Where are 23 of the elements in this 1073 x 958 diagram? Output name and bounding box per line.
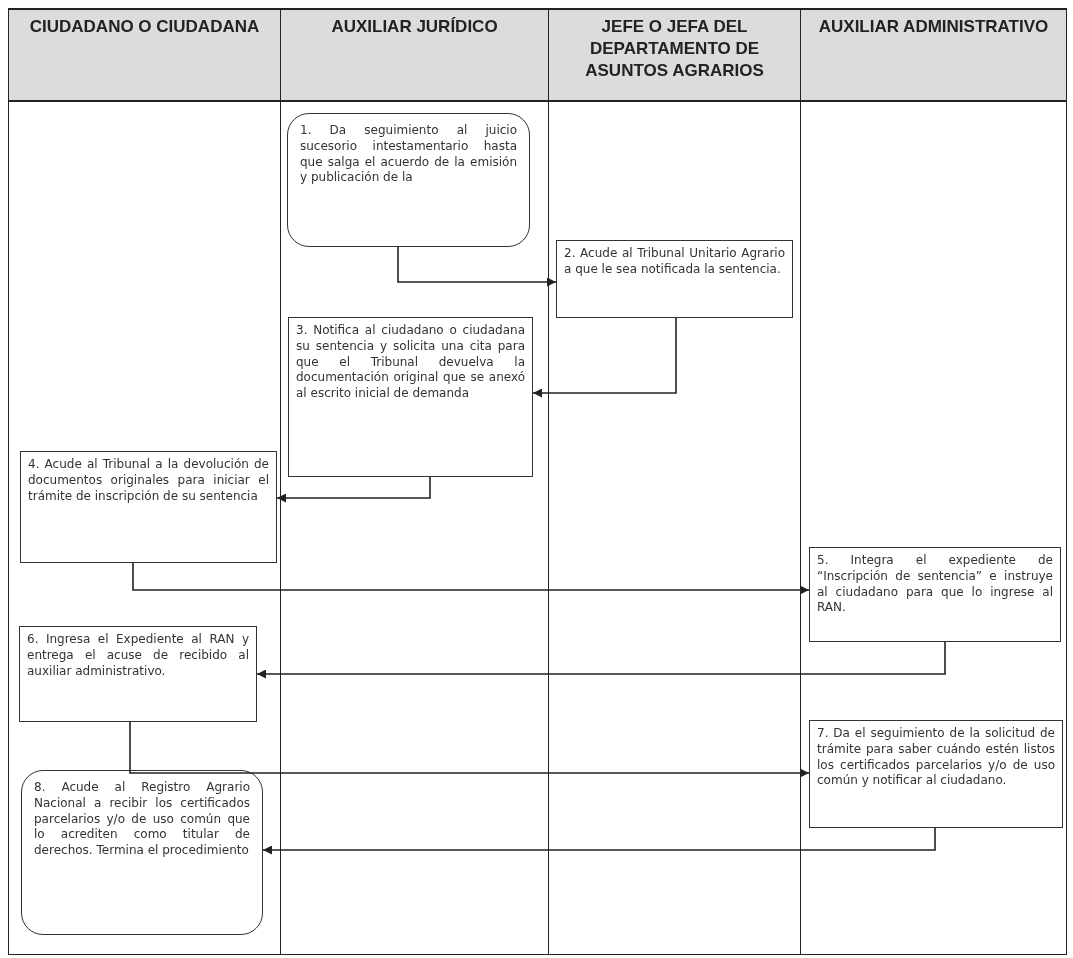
arrow bbox=[132, 562, 810, 595]
process-box: 7. Da el seguimiento de la solicitud de trámite para saber cuándo estén listos los certificados parcelarios y/o de uso común y notificar al ciudadano. bbox=[809, 720, 1063, 828]
process-box: 6. Ingresa el Expediente al RAN y entrega el acuse de recibido al auxiliar administrativo. bbox=[19, 626, 257, 722]
terminal-box: 1. Da seguimiento al juicio sucesorio intestamentario hasta que salga el acuerdo de la emisión y publicación de la bbox=[287, 113, 530, 247]
process-box: 5. Integra el expediente de “Inscripción de sentencia” e instruye al ciudadano para que lo ingrese al RAN. bbox=[809, 547, 1061, 642]
arrow bbox=[256, 641, 946, 679]
lane-header: AUXILIAR ADMINISTRATIVO bbox=[801, 10, 1066, 102]
lane-header: CIUDADANO O CIUDADANA bbox=[9, 10, 280, 102]
process-box: 2. Acude al Tribunal Unitario Agrario a que le sea notificada la sentencia. bbox=[556, 240, 793, 318]
arrow bbox=[129, 721, 810, 778]
swimlane bbox=[548, 8, 801, 955]
arrow bbox=[276, 476, 431, 503]
lane-header: JEFE O JEFA DEL DEPARTAMENTO DE ASUNTOS AGRARIOS bbox=[549, 10, 800, 102]
swimlane bbox=[280, 8, 549, 955]
process-box: 3. Notifica al ciudadano o ciudadana su sentencia y solicita una cita para que el Tribunal devuelva la documentación original que se anexó al escrito inicial de demanda bbox=[288, 317, 533, 477]
arrow bbox=[262, 827, 936, 855]
process-box: 4. Acude al Tribunal a la devolución de documentos originales para iniciar el trámite de inscripción de su sentencia bbox=[20, 451, 277, 563]
arrow bbox=[397, 246, 557, 287]
lane-header: AUXILIAR JURÍDICO bbox=[281, 10, 548, 102]
arrow bbox=[532, 317, 677, 398]
swimlane bbox=[8, 8, 281, 955]
swimlane bbox=[800, 8, 1067, 955]
terminal-box: 8. Acude al Registro Agrario Nacional a recibir los certificados parcelarios y/o de uso común que lo acrediten como titular de derechos. Termina el procedimiento bbox=[21, 770, 263, 935]
